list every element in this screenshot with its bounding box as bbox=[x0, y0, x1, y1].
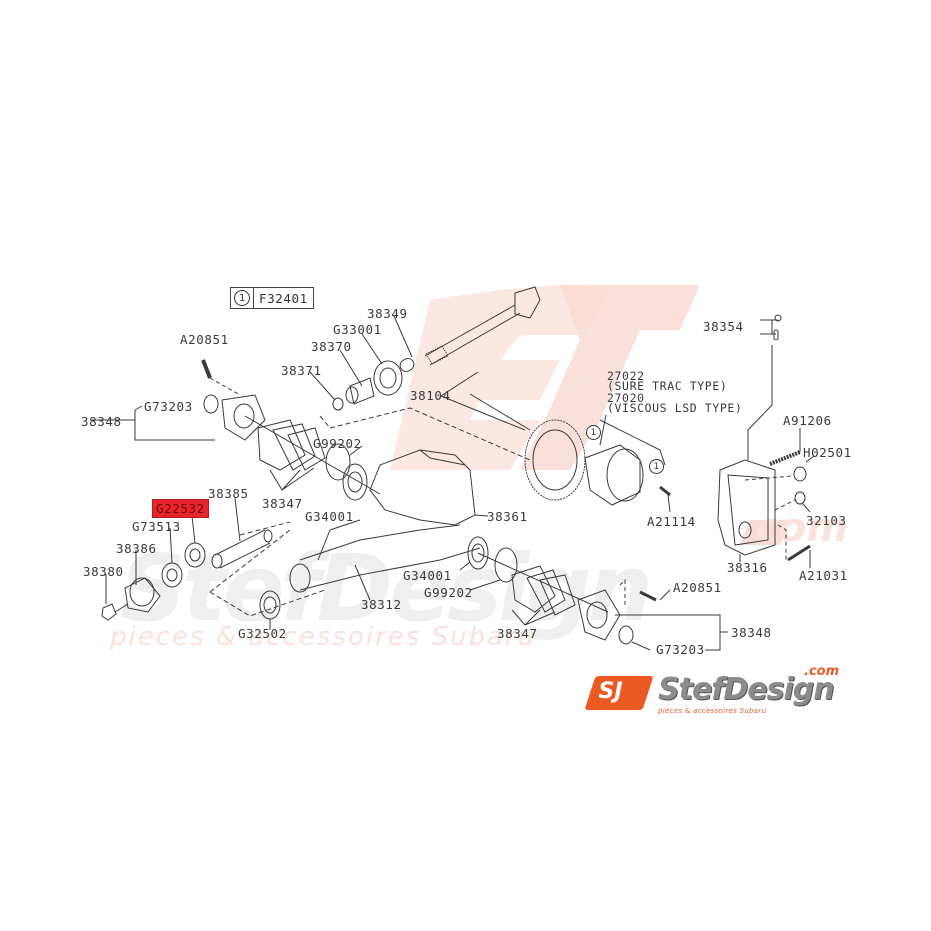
part-label-27020[interactable]: 27020 bbox=[607, 391, 645, 405]
part-label-g33001[interactable]: G33001 bbox=[333, 322, 382, 337]
part-note-viscous-lsd: (VISCOUS LSD TYPE) bbox=[607, 401, 743, 415]
part-label-38316[interactable]: 38316 bbox=[727, 560, 768, 575]
callout-1: 1 bbox=[649, 459, 664, 474]
part-label-38347-top[interactable]: 38347 bbox=[262, 496, 303, 511]
reference-code: F32401 bbox=[259, 290, 308, 306]
part-label-38386[interactable]: 38386 bbox=[116, 541, 157, 556]
part-label-a21031[interactable]: A21031 bbox=[799, 568, 848, 583]
logo-tagline: pièces & accessoires Subaru bbox=[658, 707, 767, 715]
part-label-38348-left[interactable]: 38348 bbox=[81, 414, 122, 429]
part-label-a21114[interactable]: A21114 bbox=[647, 514, 696, 529]
part-label-g34001-bottom[interactable]: G34001 bbox=[403, 568, 452, 583]
part-label-g73203-left[interactable]: G73203 bbox=[144, 399, 193, 414]
part-label-h02501[interactable]: H02501 bbox=[803, 445, 852, 460]
part-label-g34001-top[interactable]: G34001 bbox=[305, 509, 354, 524]
part-label-32103[interactable]: 32103 bbox=[806, 513, 847, 528]
part-label-g73203-right[interactable]: G73203 bbox=[656, 642, 705, 657]
part-label-38380[interactable]: 38380 bbox=[83, 564, 124, 579]
pinion-shaft bbox=[399, 286, 541, 372]
part-label-g73513[interactable]: G73513 bbox=[132, 519, 181, 534]
divider bbox=[253, 288, 254, 308]
part-label-38371[interactable]: 38371 bbox=[281, 363, 322, 378]
logo-dotcom: .com bbox=[804, 664, 840, 679]
logo-badge-text: SJ bbox=[598, 679, 623, 704]
part-note-sure-trac: (SURE TRAC TYPE) bbox=[607, 379, 728, 393]
part-label-38370[interactable]: 38370 bbox=[311, 339, 352, 354]
part-label-g99202-top[interactable]: G99202 bbox=[313, 436, 362, 451]
part-label-38312[interactable]: 38312 bbox=[361, 597, 402, 612]
part-label-27022[interactable]: 27022 bbox=[607, 369, 645, 383]
reference-note-box: 1 F32401 bbox=[230, 287, 314, 309]
stefdesign-logo: SJ StefDesign .com pièces & accessoires … bbox=[584, 664, 850, 720]
part-label-38104[interactable]: 38104 bbox=[410, 388, 451, 403]
part-label-38348-right[interactable]: 38348 bbox=[731, 625, 772, 640]
logo-badge: SJ bbox=[584, 676, 654, 710]
watermark-domain: .com bbox=[740, 505, 849, 551]
part-label-38349[interactable]: 38349 bbox=[367, 306, 408, 321]
part-label-38354[interactable]: 38354 bbox=[703, 319, 744, 334]
part-label-a20851[interactable]: A20851 bbox=[180, 332, 229, 347]
watermark-brand: StefDesign bbox=[120, 535, 653, 642]
part-label-a91206[interactable]: A91206 bbox=[783, 413, 832, 428]
part-label-a20851-bottom[interactable]: A20851 bbox=[673, 580, 722, 595]
part-label-g32502[interactable]: G32502 bbox=[238, 626, 287, 641]
callout-number: 1 bbox=[234, 290, 250, 306]
part-label-38347-bottom[interactable]: 38347 bbox=[497, 626, 538, 641]
part-label-g22532-highlighted[interactable]: G22532 bbox=[152, 499, 209, 518]
logo-name: StefDesign bbox=[658, 672, 835, 707]
part-label-g99202-bottom[interactable]: G99202 bbox=[424, 585, 473, 600]
part-label-38385[interactable]: 38385 bbox=[208, 486, 249, 501]
watermark-tagline: pieces & accessoires Subaru bbox=[110, 622, 537, 652]
callout-1: 1 bbox=[586, 425, 601, 440]
part-label-38361[interactable]: 38361 bbox=[487, 509, 528, 524]
